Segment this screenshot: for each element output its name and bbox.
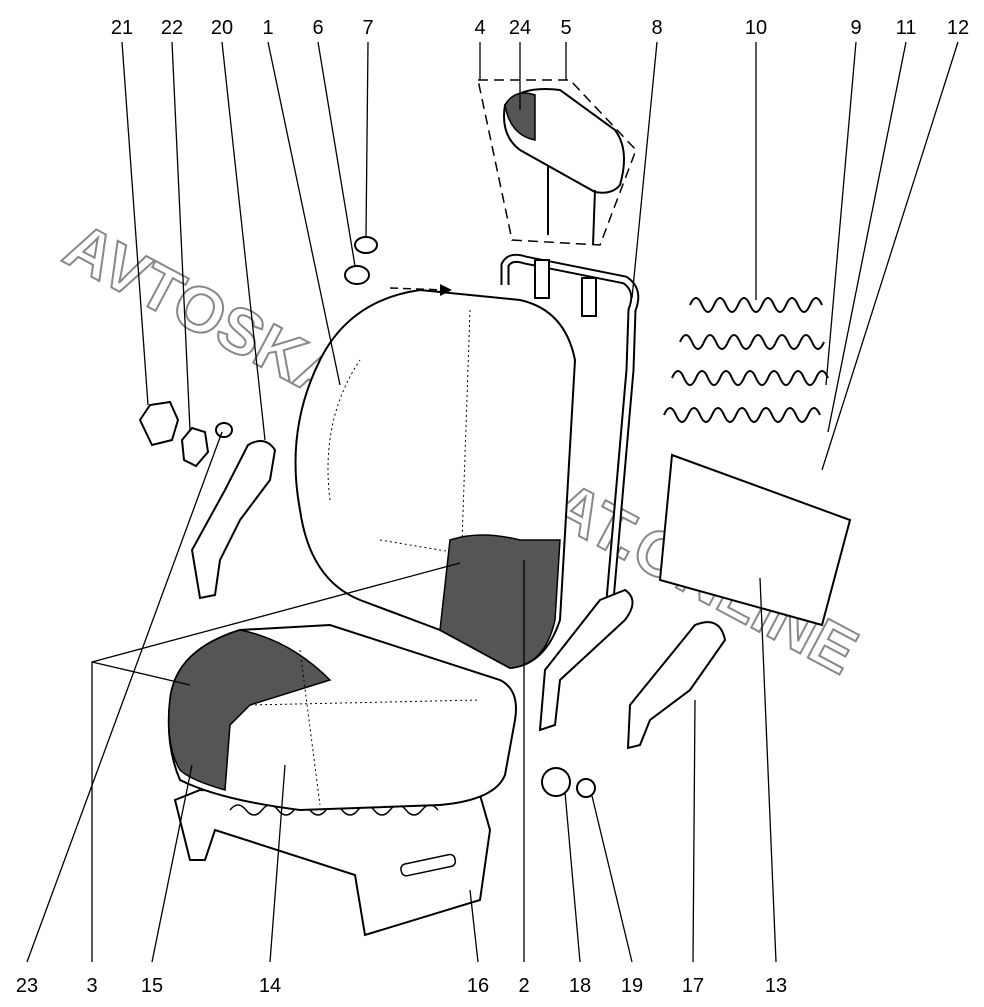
backrest-panel-13 — [658, 453, 852, 627]
callout: 22 — [161, 17, 183, 39]
knob-22 — [180, 426, 210, 468]
callout: 24 — [509, 17, 531, 39]
recliner-cover-20 — [190, 440, 277, 600]
callout: 8 — [651, 17, 662, 39]
callout: 5 — [560, 17, 571, 39]
callout: 4 — [474, 17, 485, 39]
callout: 12 — [947, 17, 969, 39]
callout: 17 — [682, 975, 704, 997]
callout: 3 — [86, 975, 97, 997]
callout: 14 — [259, 975, 281, 997]
callout: 13 — [765, 975, 787, 997]
callout: 15 — [141, 975, 163, 997]
spring-11 — [671, 370, 829, 386]
callouts-bottom: 23 3 15 14 16 2 18 19 17 13 — [16, 975, 787, 997]
callout: 23 — [16, 975, 38, 997]
headrest-post — [592, 189, 596, 246]
leader-lines — [26, 41, 959, 963]
washer-19 — [576, 778, 596, 798]
callout: 10 — [745, 17, 767, 39]
callout: 20 — [211, 17, 233, 39]
callout: 21 — [111, 17, 133, 39]
callout: 11 — [896, 17, 917, 39]
plug-7 — [354, 236, 378, 254]
plug-6 — [344, 265, 370, 285]
callout: 7 — [362, 17, 373, 39]
callout: 1 — [262, 17, 273, 39]
guide-sleeve — [534, 259, 550, 299]
headrest-group-outline — [477, 79, 637, 246]
spring-12 — [663, 407, 821, 423]
spring-10 — [689, 297, 823, 313]
callout: 9 — [850, 17, 861, 39]
seat-cushion-foam-15 — [168, 629, 332, 791]
callout: 6 — [312, 17, 323, 39]
spring-9 — [679, 334, 825, 350]
backrest-side-foam — [439, 534, 561, 669]
callouts-top: 21 22 20 1 6 7 4 24 5 8 10 9 11 12 — [111, 17, 969, 39]
guide-sleeve — [581, 277, 597, 317]
callout: 2 — [518, 975, 529, 997]
springs — [663, 297, 829, 423]
callout: 19 — [621, 975, 643, 997]
headrest-foam — [504, 92, 536, 141]
washer-23 — [215, 422, 233, 438]
knob-21 — [138, 400, 180, 447]
recliner-bracket-right — [538, 588, 634, 732]
callout: 18 — [569, 975, 591, 997]
bushing-18 — [541, 767, 571, 797]
cover-17 — [626, 621, 727, 750]
callout: 16 — [467, 975, 489, 997]
